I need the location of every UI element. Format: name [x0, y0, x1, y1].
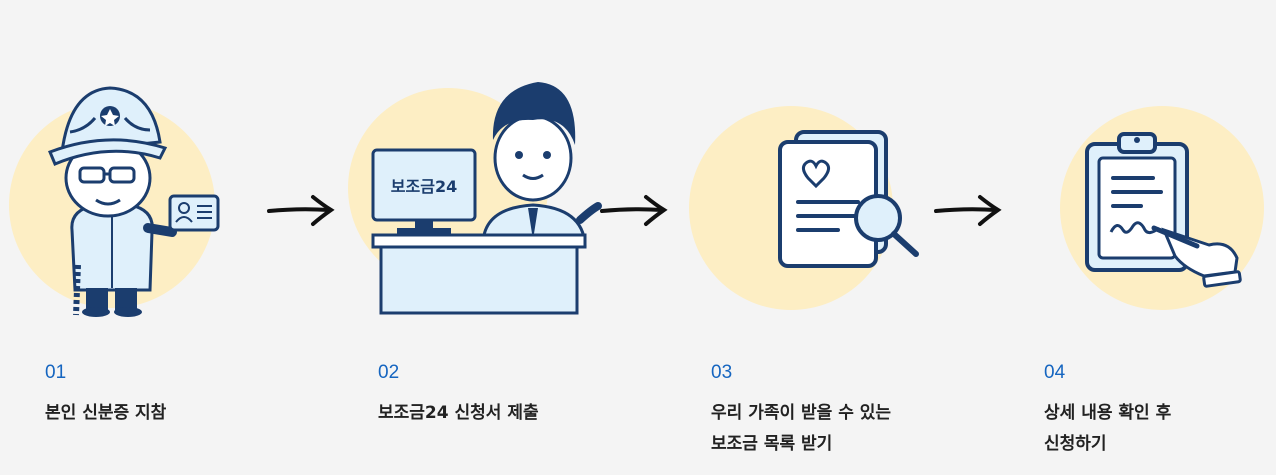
- step-label: 우리 가족이 받을 수 있는 보조금 목록 받기: [711, 403, 892, 454]
- step-number: 01: [45, 362, 67, 383]
- step-4: 04 상세 내용 확인 후 신청하기: [999, 0, 1276, 475]
- document-magnifier-icon: [689, 106, 919, 310]
- step-3: 03 우리 가족이 받을 수 있는 보조금 목록 받기: [666, 0, 986, 475]
- step-label: 상세 내용 확인 후 신청하기: [1044, 403, 1172, 454]
- arrow-right-icon: [600, 195, 668, 226]
- step-1: 01 본인 신분증 지참: [0, 0, 320, 475]
- veteran-with-id-card-icon: [9, 86, 220, 317]
- step-number: 02: [378, 362, 400, 383]
- step-label: 보조금24 신청서 제출: [378, 403, 539, 423]
- step-number: 04: [1044, 362, 1066, 383]
- step-number: 03: [711, 362, 733, 383]
- arrow-right-icon: [934, 195, 1002, 226]
- arrow-right-icon: [267, 195, 335, 226]
- clerk-at-desk-icon: 보조금24: [348, 82, 602, 315]
- step-label: 본인 신분증 지참: [45, 403, 167, 423]
- step-2: 보조금24 02 보조금24 신청서 제출: [333, 0, 653, 475]
- monitor-text: 보조금24: [391, 177, 457, 196]
- clipboard-signing-icon: [1060, 106, 1264, 310]
